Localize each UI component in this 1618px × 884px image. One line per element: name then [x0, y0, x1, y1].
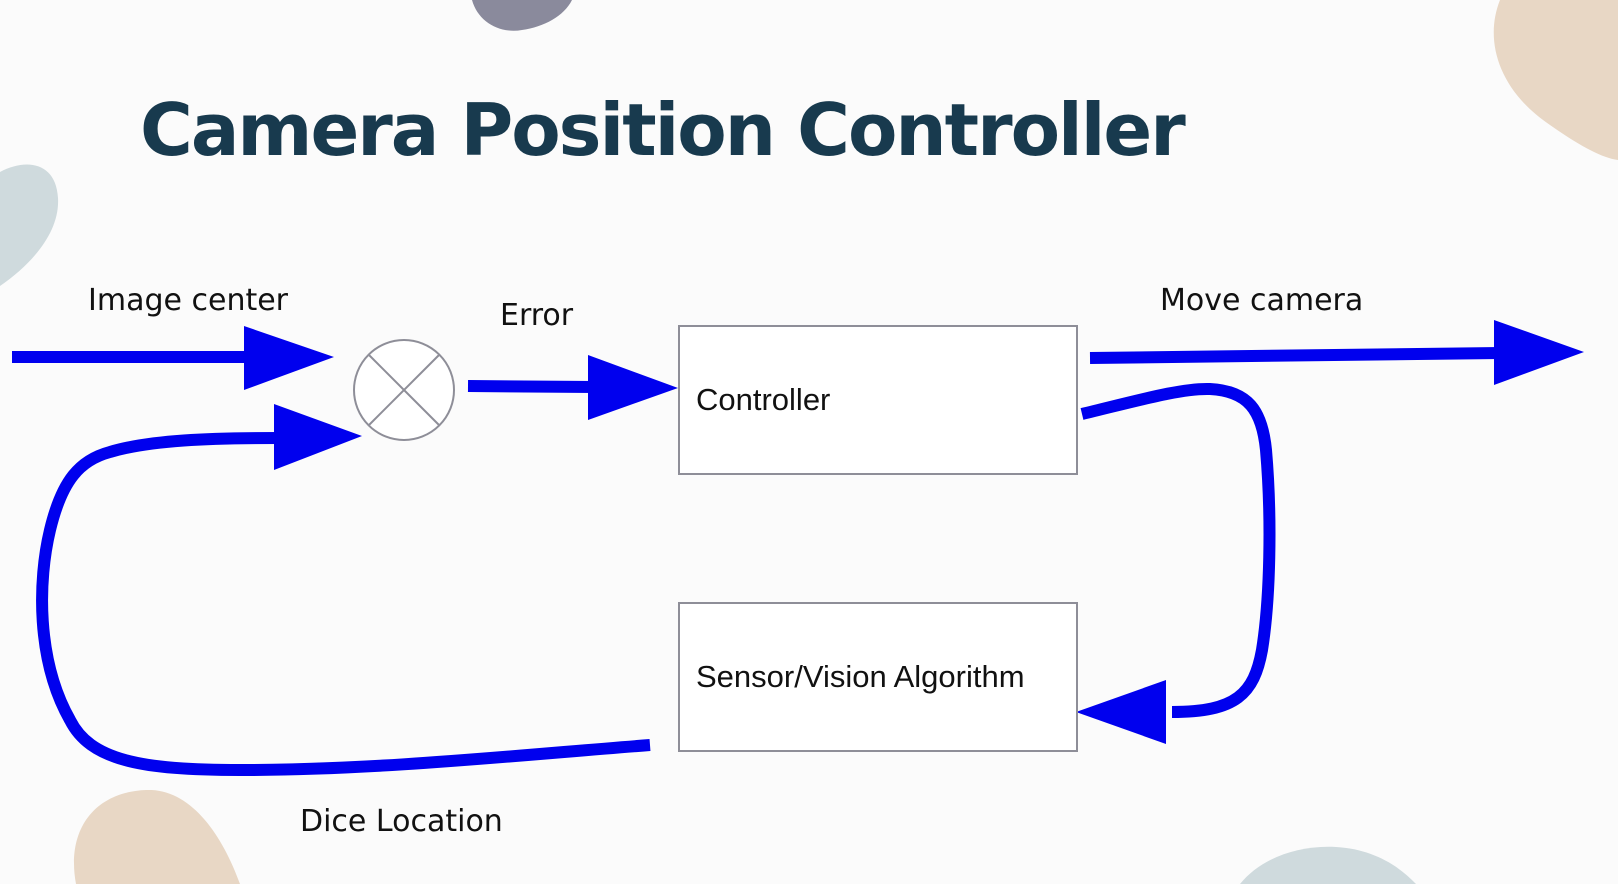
controller-to-sensor-arrow: [1076, 382, 1276, 744]
decorative-blob-blue-bottom: [1240, 846, 1416, 884]
feedback-arrow: [36, 404, 651, 777]
image-center-arrow: [12, 326, 334, 390]
sensor-vision-block-label: Sensor/Vision Algorithm: [696, 659, 1025, 694]
sensor-vision-block: Sensor/Vision Algorithm: [678, 602, 1078, 752]
error-label: Error: [500, 298, 574, 333]
move-camera-arrow: [1089, 320, 1584, 385]
image-center-label: Image center: [88, 283, 289, 318]
decorative-blob-slate: [472, 0, 572, 31]
controller-block: Controller: [678, 325, 1078, 475]
summing-junction-icon: [353, 339, 455, 441]
error-arrow: [467, 355, 678, 420]
slide-title: Camera Position Controller: [140, 88, 1186, 172]
dice-location-label: Dice Location: [300, 804, 503, 839]
move-camera-label: Move camera: [1160, 283, 1364, 318]
controller-block-label: Controller: [696, 382, 831, 417]
decorative-blob-tan-top-right: [1493, 0, 1618, 160]
decorative-blob-tan-bottom-left: [74, 790, 240, 884]
decorative-blob-blue-left: [0, 164, 59, 286]
